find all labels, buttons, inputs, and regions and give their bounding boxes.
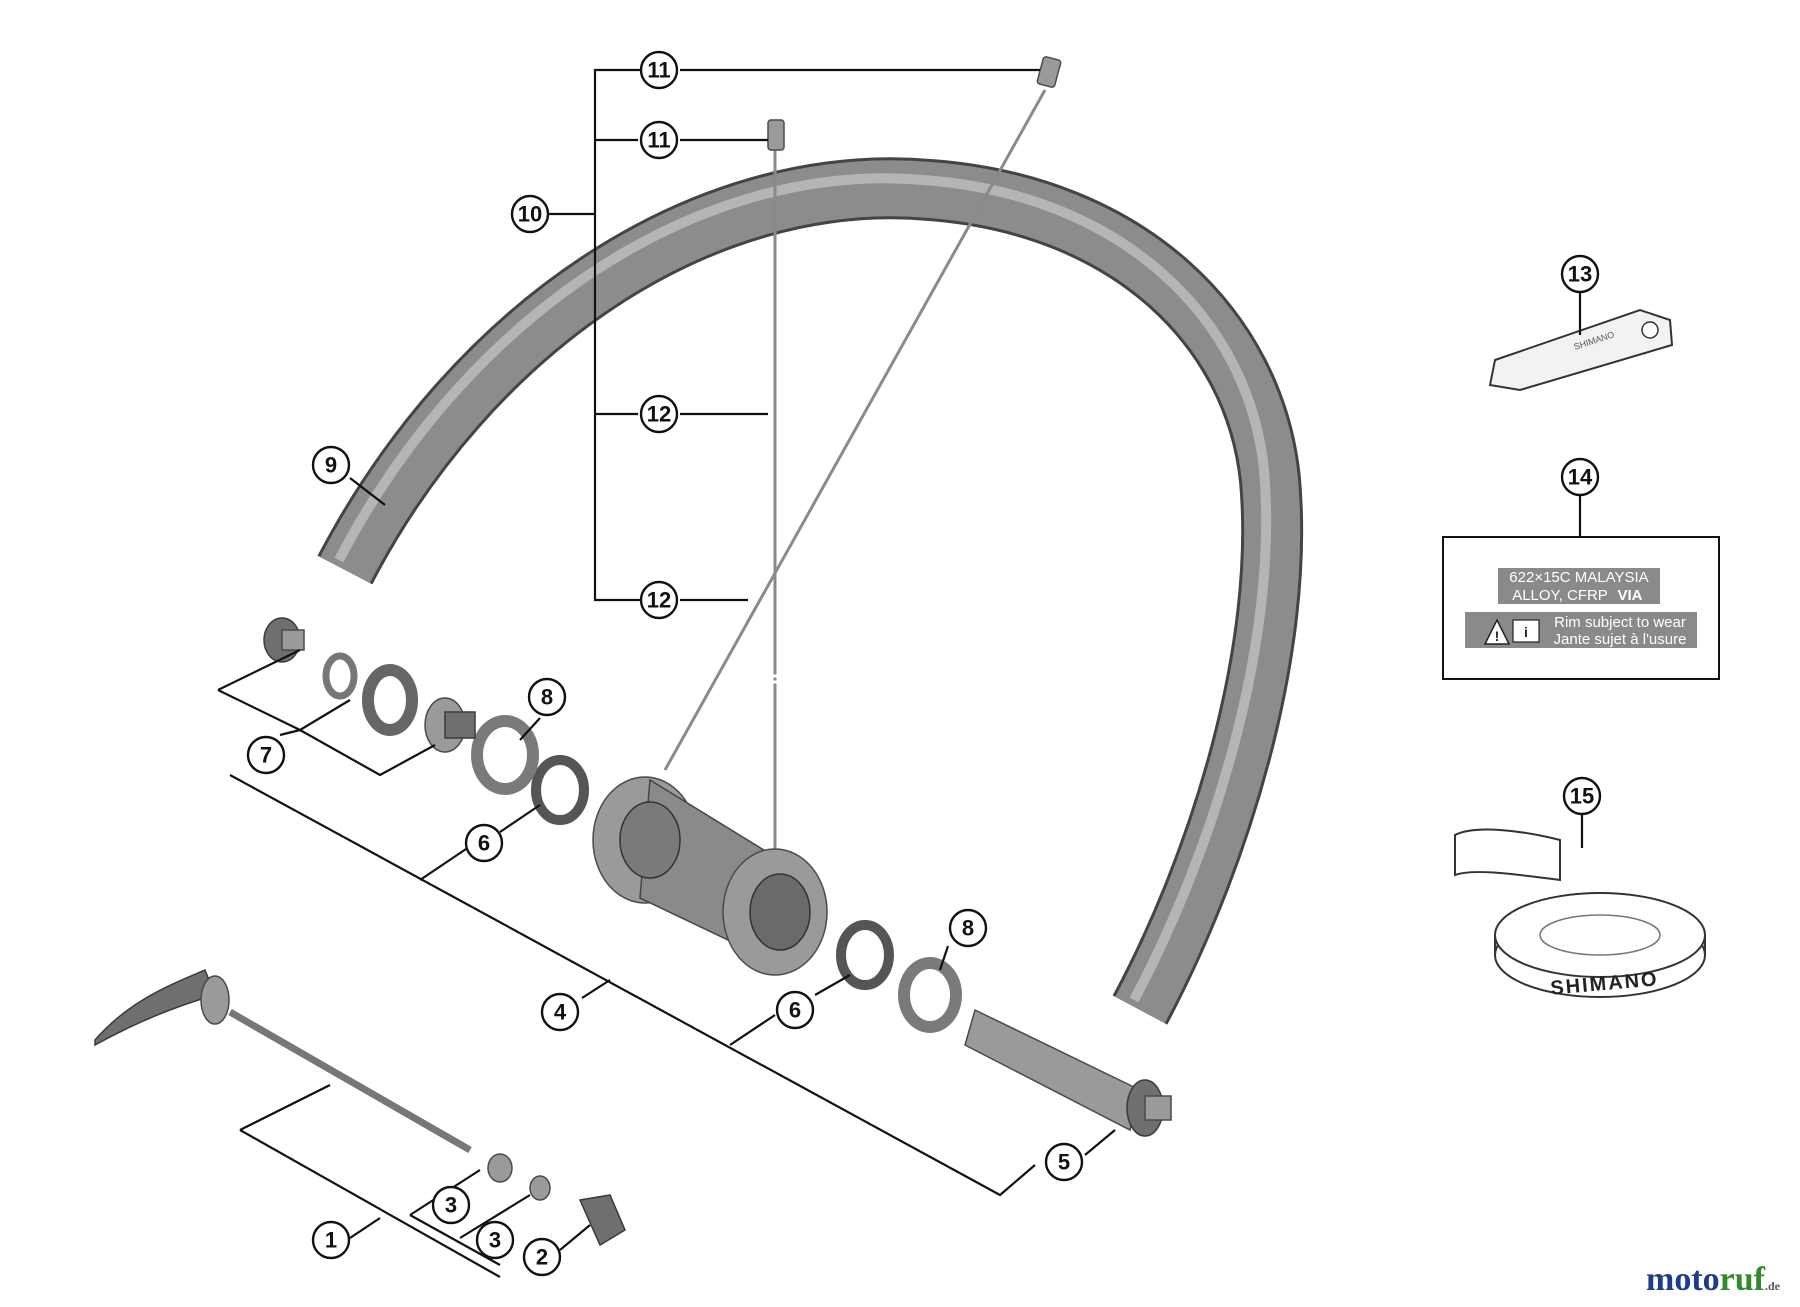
- watermark-logo: motoruf.de: [1646, 1261, 1780, 1299]
- callout-2: 2: [522, 1237, 562, 1277]
- svg-text:7: 7: [260, 743, 272, 768]
- svg-text:12: 12: [647, 402, 671, 427]
- svg-text:i: i: [1524, 624, 1528, 640]
- callout-10: 10: [510, 194, 550, 234]
- callout-8a: 8: [527, 677, 567, 717]
- hub-left-parts: [263, 617, 476, 753]
- rim-warning-line1: Rim subject to wear: [1554, 614, 1686, 631]
- warning-triangle-icon: [1483, 618, 1511, 645]
- rim-label-line2: ALLOY, CFRP: [1512, 587, 1608, 604]
- svg-text:5: 5: [1058, 1150, 1070, 1175]
- callout-11b: 11: [639, 120, 679, 160]
- svg-text:12: 12: [647, 588, 671, 613]
- svg-text:15: 15: [1570, 784, 1594, 809]
- callout-1: 1: [311, 1220, 351, 1260]
- washer-left: [471, 715, 539, 795]
- callout-7: 7: [246, 735, 286, 775]
- svg-text:11: 11: [647, 128, 670, 153]
- svg-text:8: 8: [541, 685, 553, 710]
- spokes: [663, 89, 1047, 870]
- callout-15: 15: [1562, 776, 1602, 816]
- callout-12a: 12: [639, 394, 679, 434]
- svg-text:6: 6: [789, 998, 801, 1023]
- svg-text:1: 1: [325, 1228, 337, 1253]
- watermark-part2: ruf: [1719, 1261, 1765, 1298]
- callout-12b: 12: [639, 580, 679, 620]
- callout-6a: 6: [464, 823, 504, 863]
- spoke-wrench-tool: SHIMANO: [1488, 308, 1674, 392]
- svg-text:!: !: [1495, 628, 1500, 644]
- rim-part: [317, 157, 1304, 1025]
- leader-lines: [217, 68, 1584, 1278]
- svg-text:14: 14: [1568, 465, 1593, 490]
- watermark-part1: moto: [1646, 1261, 1720, 1298]
- callout-6b: 6: [775, 990, 815, 1030]
- svg-text:13: 13: [1568, 262, 1592, 287]
- bearing-right: [836, 920, 894, 990]
- callout-8b: 8: [948, 908, 988, 948]
- svg-text:3: 3: [489, 1228, 501, 1253]
- nipples: [767, 56, 1062, 151]
- callout-11a: 11: [639, 50, 679, 90]
- watermark-suffix: .de: [1765, 1279, 1780, 1293]
- hub-body: [592, 776, 828, 976]
- svg-text:8: 8: [962, 916, 974, 941]
- callout-9: 9: [311, 445, 351, 485]
- quick-release: [94, 969, 626, 1247]
- washer-right: [898, 957, 962, 1033]
- manual-info-icon: [1512, 619, 1540, 643]
- bearing-left: [531, 755, 589, 825]
- callout-13: 13: [1560, 254, 1600, 294]
- rim-tape-roll: SHIMANO: [1454, 828, 1706, 1000]
- svg-text:6: 6: [478, 831, 490, 856]
- svg-text:11: 11: [647, 58, 670, 83]
- rim-warning-line2: Jante sujet à l'usure: [1554, 631, 1687, 648]
- svg-text:9: 9: [325, 453, 337, 478]
- callout-5: 5: [1044, 1142, 1084, 1182]
- callout-3b: 3: [475, 1220, 515, 1260]
- rim-label-line1: 622×15C MALAYSIA: [1509, 569, 1648, 586]
- svg-text:10: 10: [518, 202, 542, 227]
- svg-text:4: 4: [554, 1000, 567, 1025]
- svg-text:3: 3: [445, 1193, 457, 1218]
- callout-4: 4: [540, 992, 580, 1032]
- axle-part: [964, 1008, 1172, 1137]
- svg-text:2: 2: [536, 1245, 548, 1270]
- callout-14: 14: [1560, 457, 1600, 497]
- rim-label-brand: VIA: [1617, 587, 1642, 604]
- rim-label-sticker: 622×15C MALAYSIA ALLOY, CFRP VIA ! i Rim…: [1442, 536, 1720, 680]
- callout-3a: 3: [431, 1185, 471, 1225]
